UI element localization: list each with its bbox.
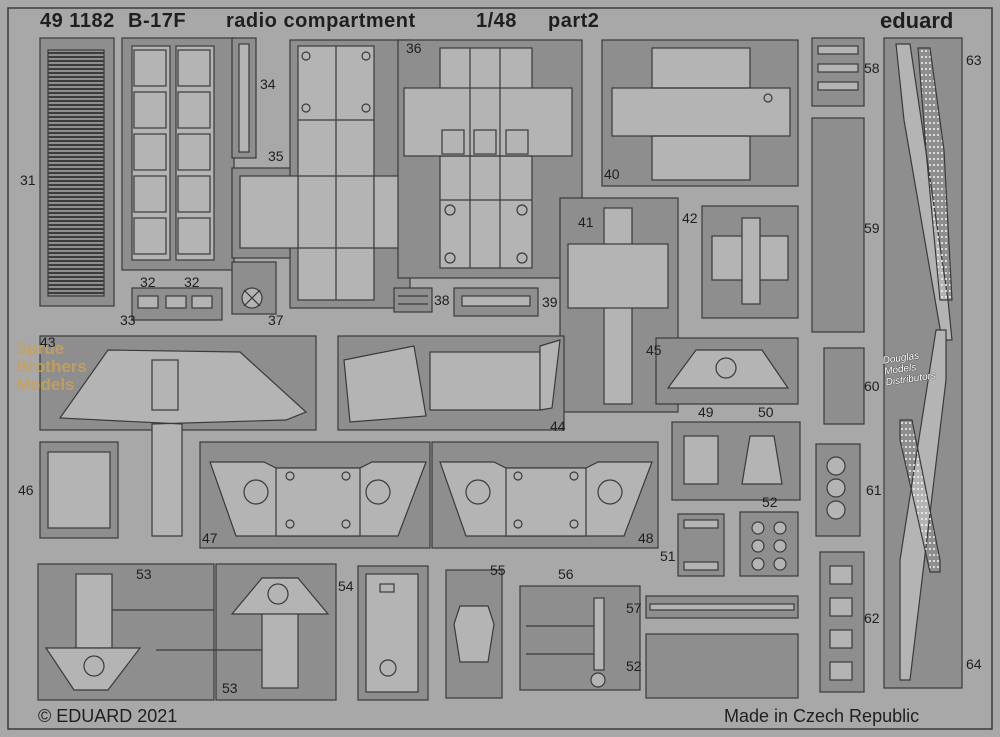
part-31: [39, 37, 115, 307]
part-number-61: 61: [866, 482, 882, 498]
part-62: [819, 551, 865, 693]
set-code: 49 1182: [40, 10, 115, 32]
part-40: [601, 39, 799, 187]
part-number-60: 60: [864, 378, 880, 394]
aircraft-type: B-17F: [128, 10, 187, 32]
made-in: Made in Czech Republic: [724, 706, 920, 726]
part-number-55: 55: [490, 562, 506, 578]
part-39: [453, 287, 539, 317]
part-number-33: 33: [120, 312, 136, 328]
part-59: [811, 117, 865, 333]
part-number-47: 47: [202, 530, 218, 546]
part-53: [37, 563, 337, 701]
part-37: [231, 261, 277, 315]
part-42: [701, 205, 799, 319]
part-32: [121, 37, 235, 271]
part-number-52: 52: [762, 494, 778, 510]
part-number-59: 59: [864, 220, 880, 236]
part-number-38: 38: [434, 292, 450, 308]
part-33: [131, 287, 223, 321]
part-number-63: 63: [966, 52, 982, 68]
part-number-54: 54: [338, 578, 354, 594]
part-49: [671, 421, 801, 501]
part-number-53: 53: [222, 680, 238, 696]
part-57: [645, 595, 799, 619]
part-45: [655, 337, 799, 405]
part-64: [899, 329, 947, 681]
set-subject: radio compartment: [226, 10, 416, 32]
part-number-39: 39: [542, 294, 558, 310]
part-number-48: 48: [638, 530, 654, 546]
part-number-46: 46: [18, 482, 34, 498]
fret-frame: [7, 7, 993, 730]
part-43: [39, 335, 317, 537]
part-47: [199, 441, 431, 549]
brand-logo: eduard: [880, 8, 954, 33]
part-number-56: 56: [558, 566, 574, 582]
watermark-douglas-models: Douglas Models Distributors: [881, 350, 937, 389]
part-number-41: 41: [578, 214, 594, 230]
part-55: [445, 569, 503, 699]
part-44: [337, 335, 565, 431]
part-number-52: 52: [626, 658, 642, 674]
part-56: [519, 585, 641, 691]
part-48: [431, 441, 659, 549]
part-number-42: 42: [682, 210, 698, 226]
part-51: [677, 513, 725, 577]
part-number-49: 49: [698, 404, 714, 420]
part-number-62: 62: [864, 610, 880, 626]
part-number-53: 53: [136, 566, 152, 582]
part-61: [815, 443, 861, 537]
part-number-50: 50: [758, 404, 774, 420]
part-number-44: 44: [550, 418, 566, 434]
part-38: [393, 287, 433, 313]
part-number-36: 36: [406, 40, 422, 56]
part-number-35: 35: [268, 148, 284, 164]
part-number-34: 34: [260, 76, 276, 92]
part-52-lower: [645, 633, 799, 699]
part-number-43: 43: [40, 334, 56, 350]
part-46: [39, 441, 119, 539]
part-number-32: 32: [140, 274, 156, 290]
part-number-57: 57: [626, 600, 642, 616]
part-41: [559, 197, 679, 413]
part-number-45: 45: [646, 342, 662, 358]
part-number-31: 31: [20, 172, 36, 188]
part-number-32: 32: [184, 274, 200, 290]
part-number-58: 58: [864, 60, 880, 76]
part-number-40: 40: [604, 166, 620, 182]
copyright: © EDUARD 2021: [38, 706, 178, 726]
part-36: [397, 39, 583, 279]
watermark-sprue-brothers: Sprue Brothers Models: [16, 339, 87, 394]
part-number-51: 51: [660, 548, 676, 564]
part-number-37: 37: [268, 312, 284, 328]
part-label: part2: [548, 10, 600, 32]
part-58: [811, 37, 865, 107]
part-60: [823, 347, 865, 425]
part-54: [357, 565, 429, 701]
scale: 1/48: [476, 10, 517, 32]
part-number-64: 64: [966, 656, 982, 672]
part-52-upper: [739, 511, 799, 577]
part-63: [883, 37, 963, 689]
part-34: [231, 37, 257, 159]
